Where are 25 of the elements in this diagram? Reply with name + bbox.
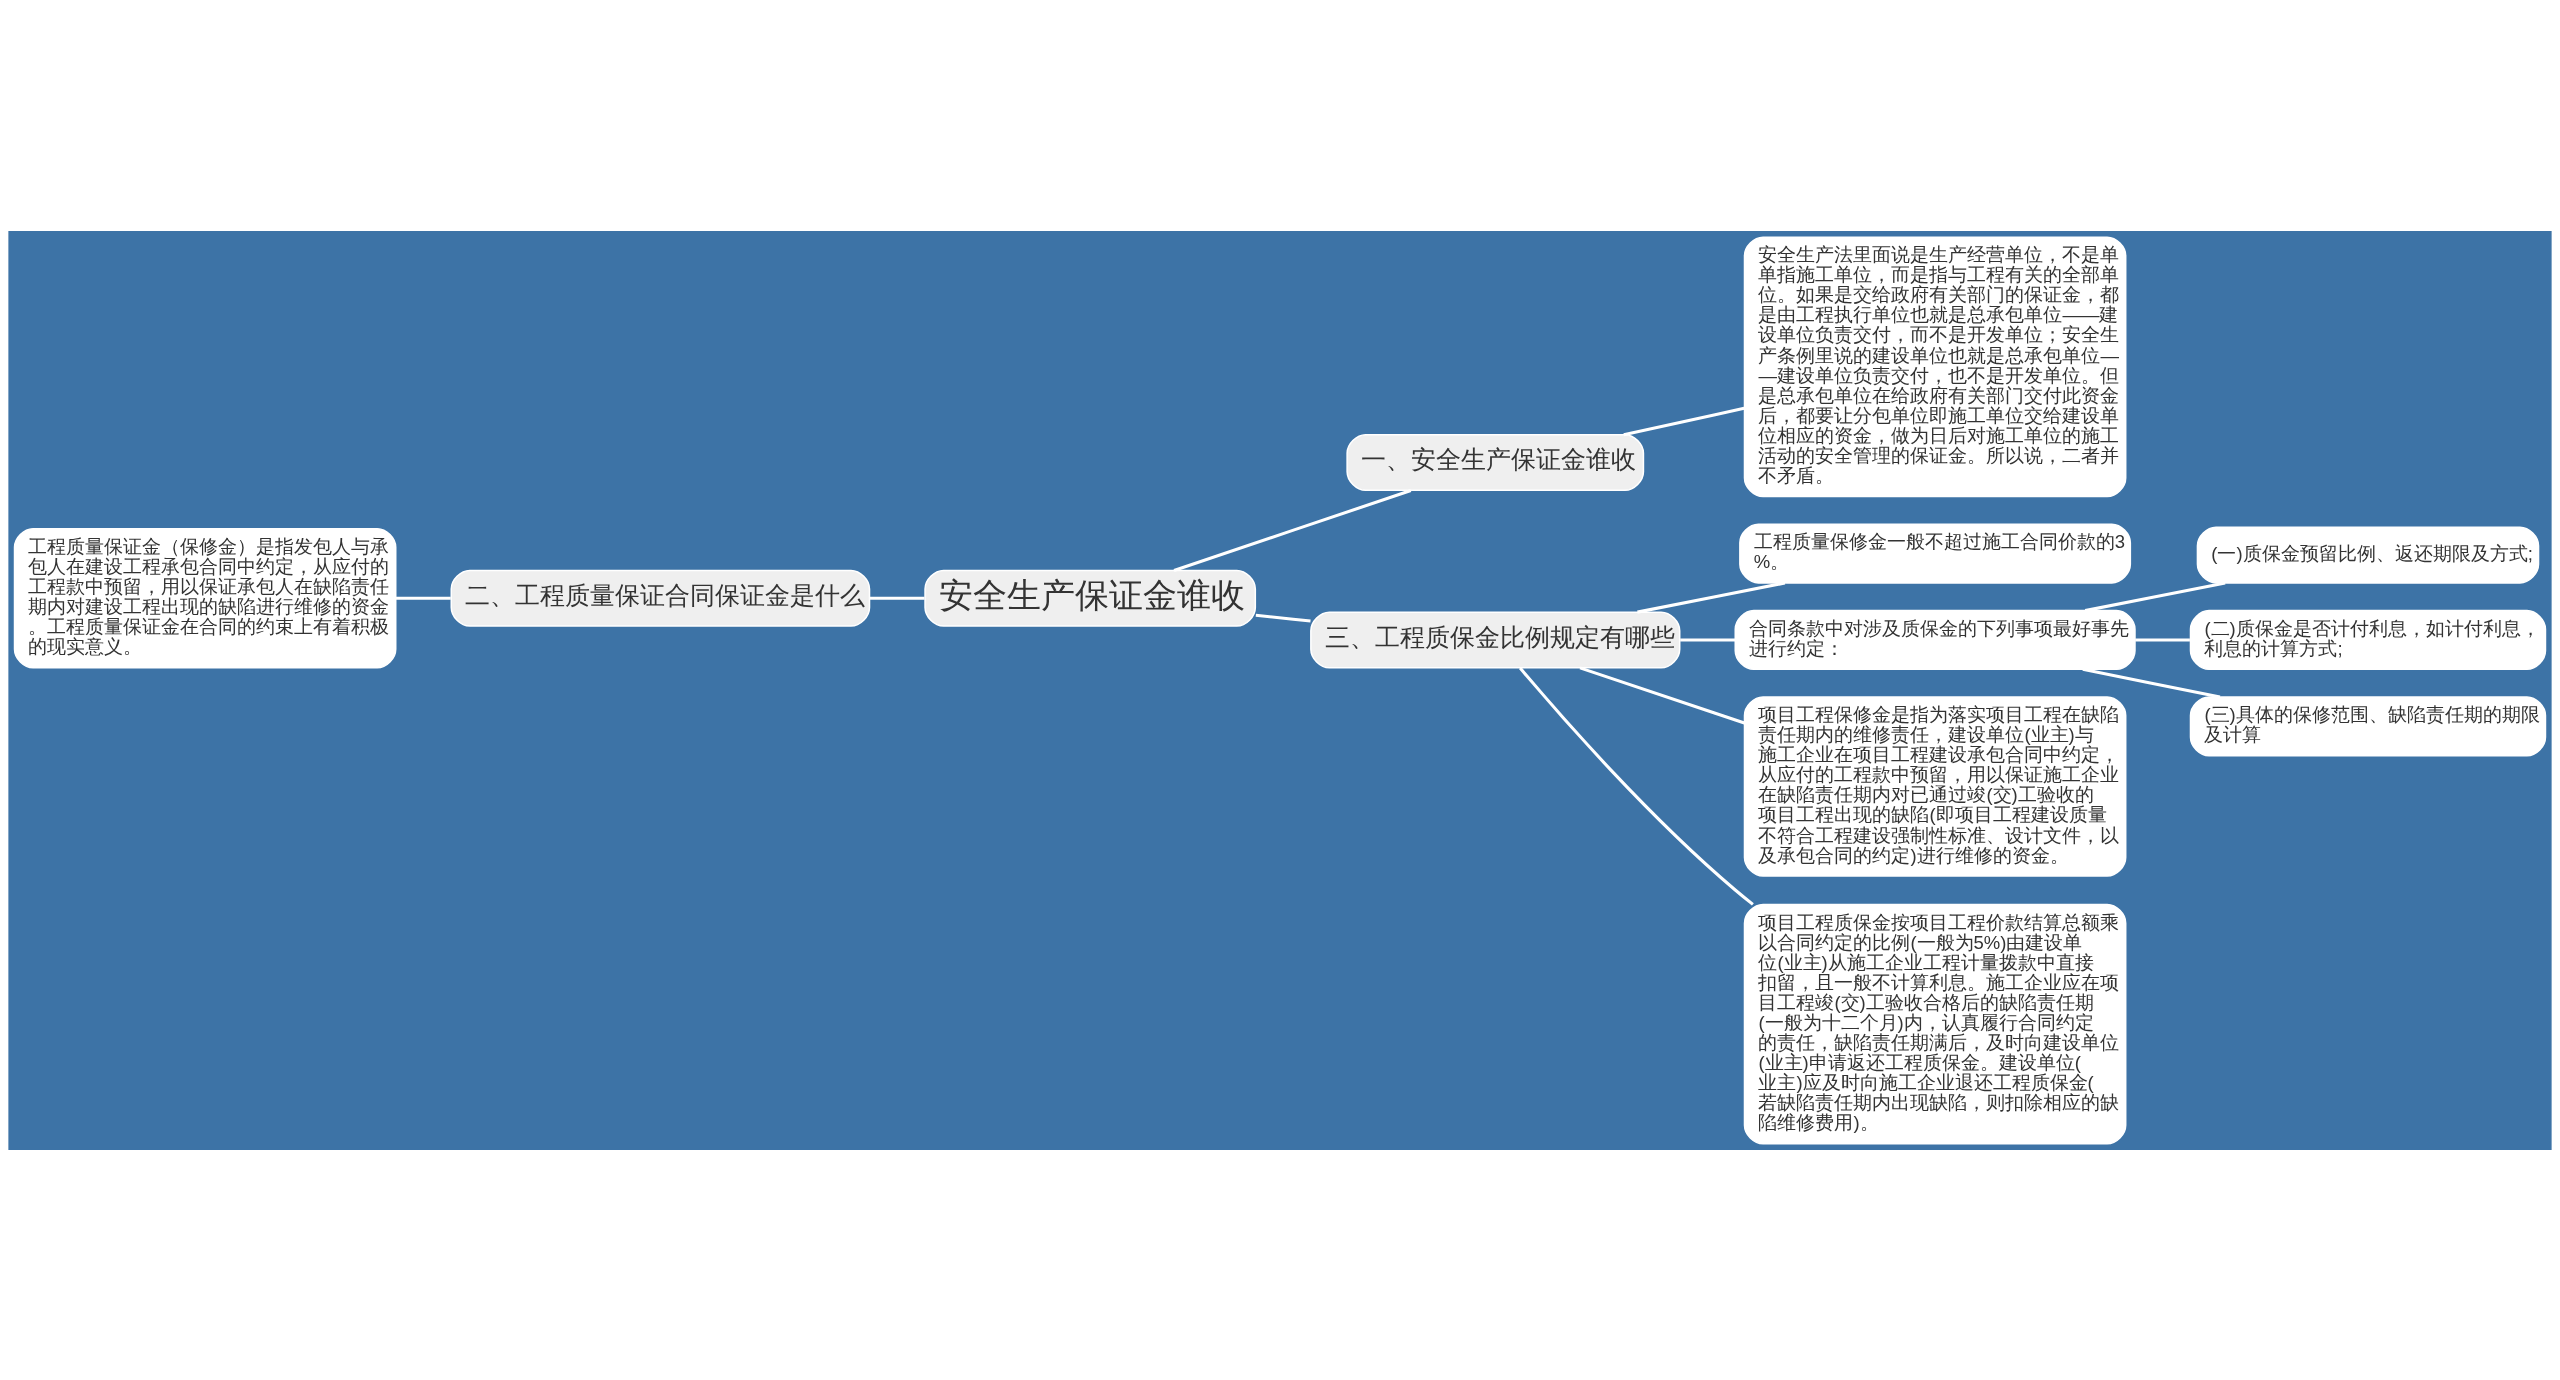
connector	[1579, 665, 1745, 724]
node-box: 二、工程质量保证合同保证金是什么	[450, 569, 871, 627]
connector	[1680, 637, 1736, 641]
node-box: 一、安全生产保证金谁收	[1346, 433, 1645, 491]
node-box: (二)质保金是否计付利息，如计付利息，利息的计算方式;	[2189, 609, 2547, 670]
connector	[1637, 580, 1786, 614]
node-box: 合同条款中对涉及质保金的下列事项最好事先进行约定：	[1734, 609, 2136, 670]
connector	[1518, 666, 1754, 906]
connector	[2084, 580, 2226, 612]
connector	[869, 596, 925, 600]
connector	[2135, 637, 2190, 641]
connector	[2082, 667, 2221, 698]
node-box: 安全生产法里面说是生产经营单位，不是单单指施工单位，而是指与工程有关的全部单位。如果是交给政府有关部门的保证金，都是由工程执行单位也就是总承包单位——建设单位负责交付，而不是开发单位；安全生产条例里说的建设单位也就是总承包单位——建设单位负责交付，也不是开发单位。但是总承包单位在给政府有关部门交付此资金后，都要让分包单位即施工单位交给建设单位相应的资金，做为日后对施工单位的施工活动的安全管理的保证金。所以说，二者并不矛盾。	[1743, 235, 2127, 497]
connector	[395, 596, 451, 600]
node-box: 工程质量保修金一般不超过施工合同价款的3%。	[1739, 522, 2132, 584]
connector	[1173, 488, 1412, 572]
node-box: 工程质量保证金（保修金）是指发包人与承包人在建设工程承包合同中约定，从应付的工程款中预留，用以保证承包人在缺陷责任期内对建设工程出现的缺陷进行维修的资金。工程质量保证金在合同的约束上有着积极的现实意义。	[13, 527, 397, 668]
node-box: (一)质保金预留比例、返还期限及方式;	[2196, 526, 2540, 584]
node-box: 三、工程质保金比例规定有哪些	[1310, 610, 1681, 668]
node-box: 项目工程保修金是指为落实项目工程在缺陷责任期内的维修责任，建设单位(业主)与施工企业在项目工程建设承包合同中约定，从应付的工程款中预留，用以保证施工企业在缺陷责任期内对已通过竣(交)工验收的项目工程出现的缺陷(即项目工程建设质量不符合工程建设强制性标准、设计文件，以及承包合同的约定)进行维修的资金。	[1743, 695, 2127, 877]
node-box: 安全生产保证金谁收	[924, 569, 1257, 627]
node-box: 项目工程质保金按项目工程价款结算总额乘以合同约定的比例(一般为5%)由建设单位(业主)从施工企业工程计量拨款中直接扣留，且一般不计算利息。施工企业应在项目工程竣(交)工验收合格后的缺陷责任期(一般为十二个月)内，认真履行合同约定的责任，缺陷责任期满后，及时向建设单位(业主)申请返还工程质保金。建设单位(业主)应及时向施工企业退还工程质保金(若缺陷责任期内出现缺陷，则扣除相应的缺陷维修费用)。	[1743, 903, 2127, 1145]
connector	[1623, 406, 1745, 436]
node-box: (三)具体的保修范围、缺陷责任期的期限及计算	[2189, 695, 2547, 756]
connector	[1255, 613, 1311, 622]
